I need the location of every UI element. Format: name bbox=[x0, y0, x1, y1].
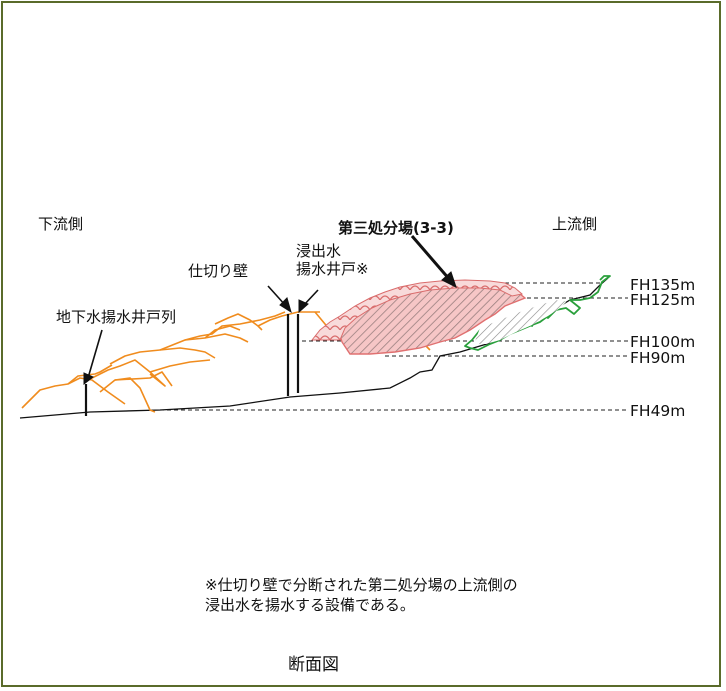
level-fh90: FH90m bbox=[630, 349, 685, 367]
disposal-site-label: 第三処分場(3-3) bbox=[338, 219, 454, 237]
partition-wall-label: 仕切り壁 bbox=[188, 262, 248, 280]
disposal-fill bbox=[334, 281, 527, 355]
level-fh125: FH125m bbox=[630, 291, 695, 309]
leader-arrows bbox=[83, 235, 457, 386]
leachate-label-1: 浸出水 bbox=[296, 242, 341, 260]
upstream-label: 上流側 bbox=[552, 215, 597, 233]
level-fh135: FH135m bbox=[630, 276, 695, 294]
groundwater-wells-label: 地下水揚水井戸列 bbox=[56, 308, 176, 326]
upstream-hatched-area bbox=[474, 300, 566, 344]
well-markers bbox=[84, 314, 300, 416]
disposal-cover-layer bbox=[310, 279, 524, 341]
level-fh49: FH49m bbox=[630, 402, 685, 420]
note-line-2: 浸出水を揚水する設備である。 bbox=[205, 596, 415, 614]
leachate-label-2: 揚水井戸※ bbox=[296, 260, 369, 278]
note-line-1: ※仕切り壁で分断された第二処分場の上流側の bbox=[205, 576, 518, 594]
level-lines bbox=[160, 282, 628, 411]
level-fh100: FH100m bbox=[630, 333, 695, 351]
downstream-label: 下流側 bbox=[38, 215, 83, 233]
figure-caption: 断面図 bbox=[288, 655, 339, 675]
